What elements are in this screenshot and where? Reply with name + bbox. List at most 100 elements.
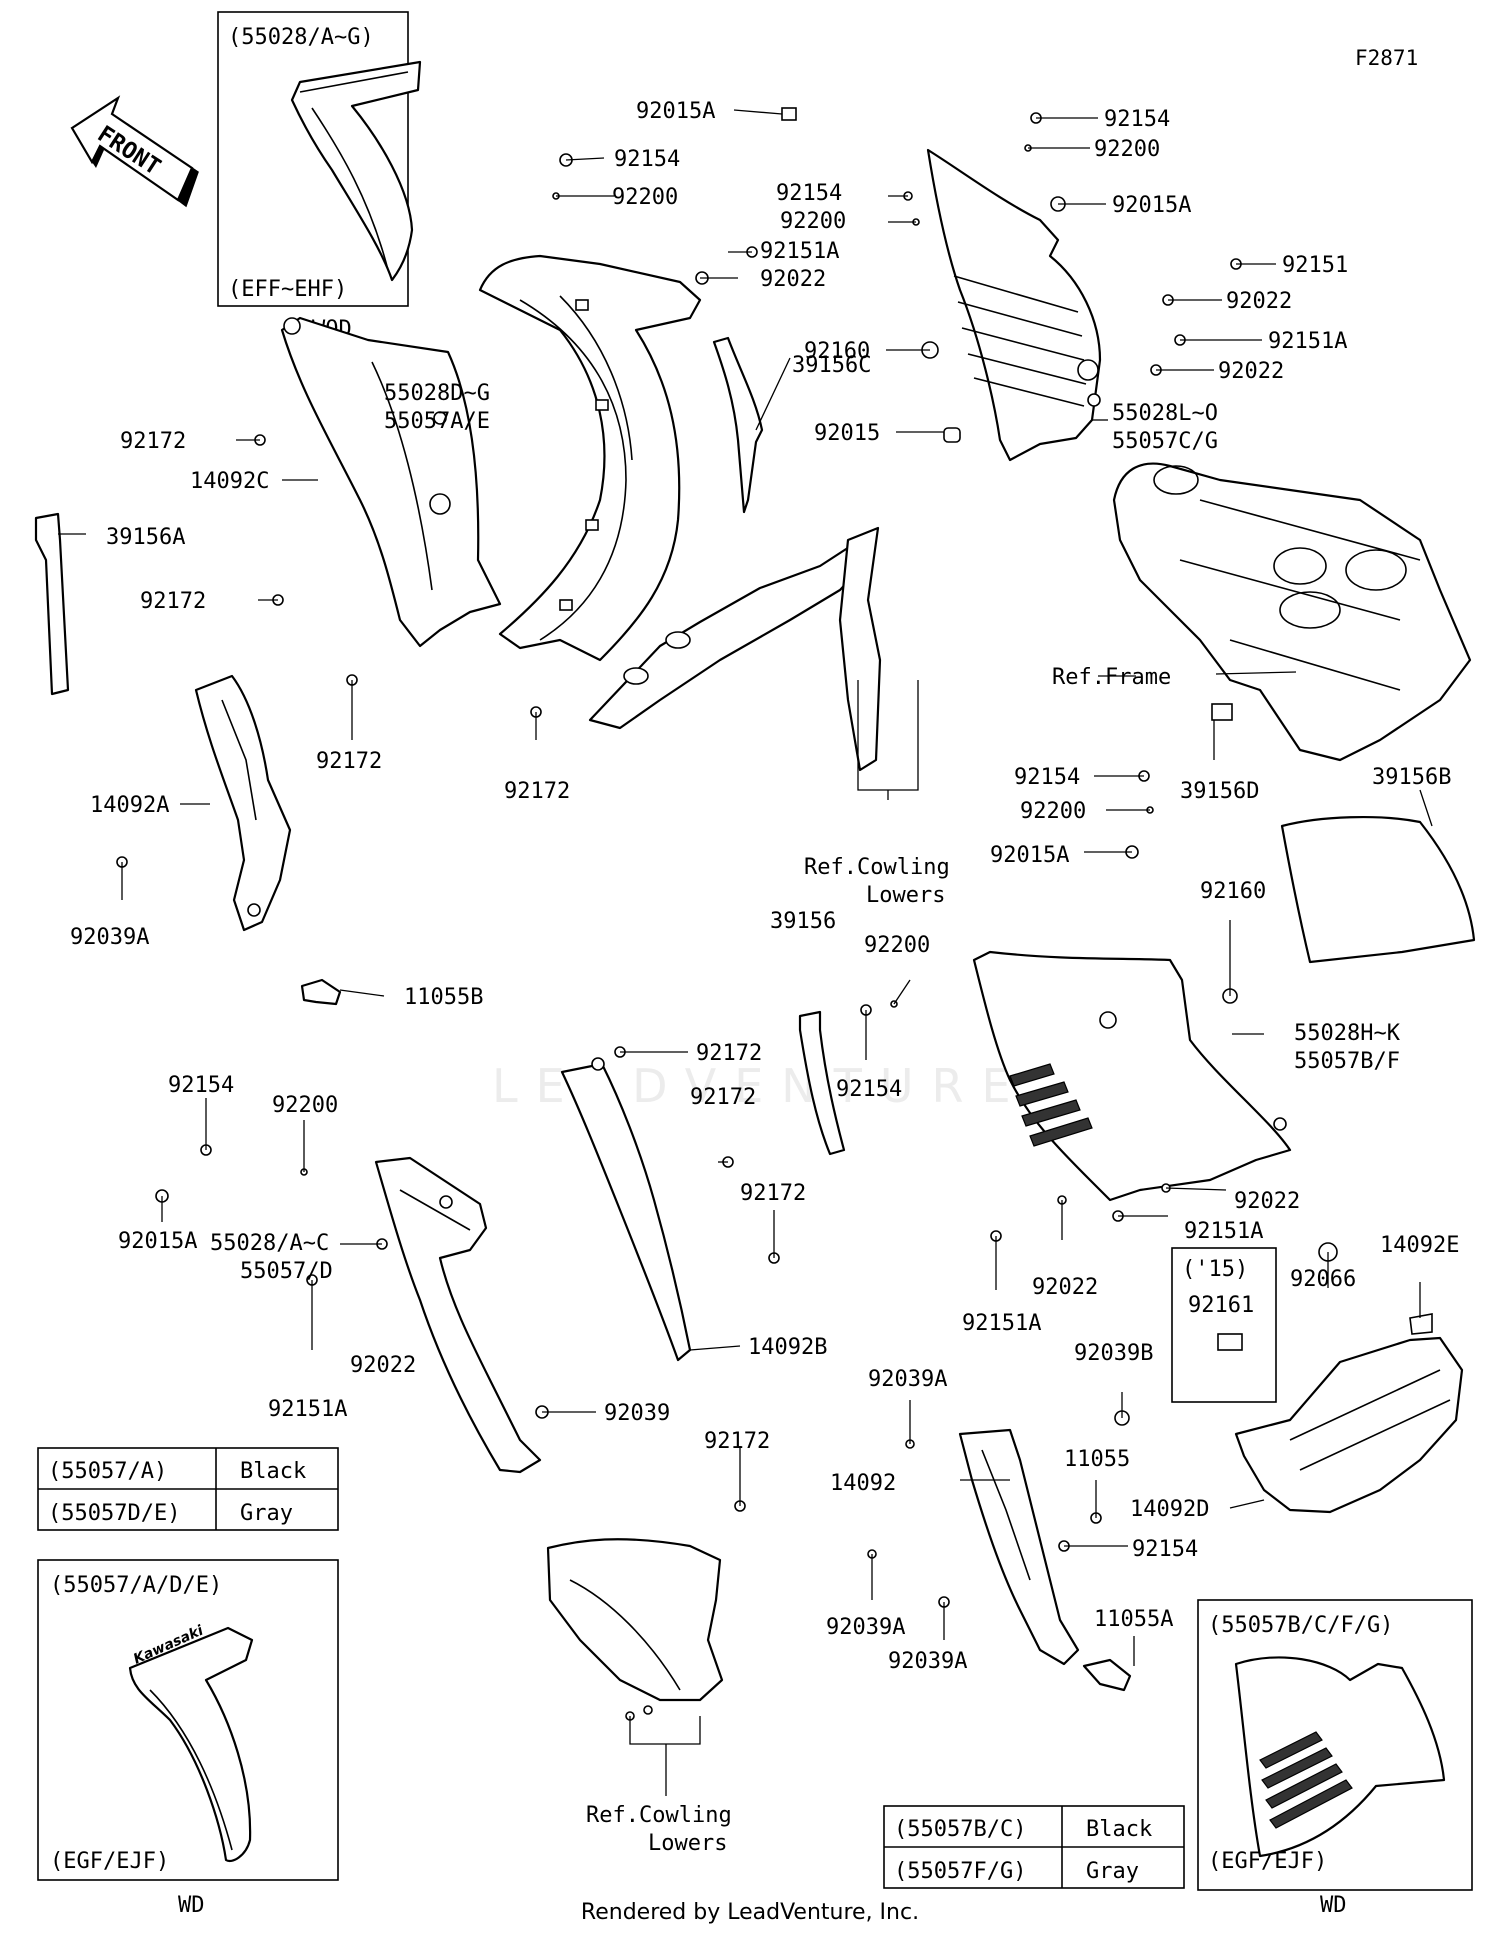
label-92151A-d: 92151A (962, 1311, 1041, 1336)
label-92154-f: 92154 (168, 1073, 234, 1098)
label-92172-b: 92172 (140, 589, 206, 614)
label-ref-frame: Ref.Frame (1052, 665, 1171, 690)
label-92039: 92039 (604, 1401, 670, 1426)
label-92022-d: 92022 (1234, 1189, 1300, 1214)
label-92151A-b: 92151A (1268, 329, 1347, 354)
color-table-left-code-1: (55057/A) (48, 1459, 167, 1484)
front-arrow-icon: FRONT (70, 95, 199, 208)
color-table-left-color-2: Gray (240, 1501, 293, 1526)
part-right-lower-cowl-55028H-K (972, 950, 1292, 1202)
label-92039B: 92039B (1074, 1341, 1153, 1366)
label-92022-f: 92022 (350, 1353, 416, 1378)
part-strip-39156A (34, 512, 70, 696)
label-14092E: 14092E (1380, 1233, 1459, 1258)
year-15-part-number: 92161 (1188, 1293, 1254, 1318)
label-92039A-b: 92039A (868, 1367, 947, 1392)
part-inner-panel-14092C (280, 316, 502, 648)
label-11055A: 11055A (1094, 1607, 1173, 1632)
label-39156A: 39156A (106, 525, 185, 550)
label-92039A-d: 92039A (888, 1649, 967, 1674)
label-92154-d: 92154 (1014, 765, 1080, 790)
inset-top-left-cowl-shape (290, 60, 422, 282)
color-table-right-code-1: (55057B/C) (894, 1817, 1026, 1842)
part-strip-39156C (712, 336, 764, 514)
label-92172-c: 92172 (316, 749, 382, 774)
inset-bottom-right-caption: WD (1320, 1893, 1347, 1918)
part-pad-39156D (1211, 703, 1233, 721)
color-table-left-color-1: Black (240, 1459, 306, 1484)
label-92039A-a: 92039A (70, 925, 149, 950)
label-92151A-c: 92151A (1184, 1219, 1263, 1244)
label-92151A-e: 92151A (268, 1397, 347, 1422)
label-92200-f: 92200 (272, 1093, 338, 1118)
label-ref-cowling-lowers-2b: Lowers (648, 1831, 727, 1856)
label-92015A-b: 92015A (1112, 193, 1191, 218)
label-92015A-top: 92015A (636, 99, 715, 124)
part-labels: 92015A 92154 92200 92151A 92022 92154 92… (70, 99, 1459, 1856)
label-92172-a: 92172 (120, 429, 186, 454)
label-92015A-d: 92015A (118, 1229, 197, 1254)
label-14092A: 14092A (90, 793, 169, 818)
color-table-left-code-2: (55057D/E) (48, 1501, 180, 1526)
label-92039A-c: 92039A (826, 1615, 905, 1640)
inset-bottom-left-title: (55057/A/D/E) (50, 1573, 222, 1598)
part-right-inner-cowl-55028L-O (926, 148, 1102, 462)
label-55028H-K: 55028H~K (1294, 1021, 1401, 1046)
label-92022-c: 92022 (1218, 359, 1284, 384)
label-92200-e: 92200 (864, 933, 930, 958)
part-tab-14092E (1409, 1313, 1433, 1335)
part-bracket-11055A (1082, 1658, 1132, 1692)
label-92022-b: 92022 (1226, 289, 1292, 314)
label-14092C: 14092C (190, 469, 269, 494)
label-92160-a: 92160 (804, 339, 870, 364)
part-frame-ref (1112, 462, 1472, 762)
inset-top-left: (55028/A~G) (EFF~EHF) WOD (217, 11, 422, 342)
label-55028D-G: 55028D~G (384, 381, 490, 406)
label-92200-c: 92200 (780, 209, 846, 234)
label-14092B: 14092B (748, 1335, 827, 1360)
label-92066: 92066 (1290, 1267, 1356, 1292)
year-15-title: ('15) (1182, 1257, 1248, 1282)
label-ref-cowling-lowers-1a: Ref.Cowling (804, 855, 950, 880)
label-39156C: 39156C (792, 353, 871, 378)
color-table-left: (55057/A) Black (55057D/E) Gray (37, 1447, 339, 1531)
label-92200-a: 92200 (612, 185, 678, 210)
label-92200-d: 92200 (1020, 799, 1086, 824)
part-lower-bracket-panel (588, 526, 882, 772)
footer-credit: Rendered by LeadVenture, Inc. (580, 1900, 920, 1925)
label-39156B: 39156B (1372, 765, 1451, 790)
label-92154-b: 92154 (1104, 107, 1170, 132)
label-55028L-O: 55028L~O (1112, 401, 1218, 426)
label-14092: 14092 (830, 1471, 896, 1496)
label-92154-c: 92154 (776, 181, 842, 206)
part-bracket-11055B (300, 978, 342, 1006)
figure-id: F2871 (1355, 46, 1419, 70)
part-upper-cowl-55028D-G (478, 254, 702, 662)
label-55057A-E: 55057A/E (384, 409, 490, 434)
part-left-lower-cowl-55028A-C (374, 1156, 542, 1474)
color-table-right-color-2: Gray (1086, 1859, 1139, 1884)
color-table-right-code-2: (55057F/G) (894, 1859, 1026, 1884)
label-ref-cowling-lowers-1b: Lowers (866, 883, 945, 908)
label-11055: 11055 (1064, 1447, 1130, 1472)
label-92154-e: 92154 (836, 1077, 902, 1102)
label-92172-f: 92172 (690, 1085, 756, 1110)
inset-bottom-left: (55057/A/D/E) (EGF/EJF) WD Kawasaki (37, 1559, 339, 1918)
label-92015: 92015 (814, 421, 880, 446)
inset-bottom-right: (55057B/C/F/G) (EGF/EJF) WD (1197, 1599, 1473, 1918)
part-bracket-14092A (194, 674, 292, 932)
label-55057C-G: 55057C/G (1112, 429, 1218, 454)
label-92160-b: 92160 (1200, 879, 1266, 904)
label-55028-A-C: 55028/A~C (210, 1231, 329, 1256)
label-55057B-F: 55057B/F (1294, 1049, 1400, 1074)
label-ref-cowling-lowers-2a: Ref.Cowling (586, 1803, 732, 1828)
part-panel-39156B (1280, 815, 1476, 964)
part-lower-inner-panel (546, 1538, 724, 1702)
inset-bottom-right-vent-slats (1259, 1731, 1353, 1829)
color-table-right-color-1: Black (1086, 1817, 1152, 1842)
label-92022-a: 92022 (760, 267, 826, 292)
label-92015A-c: 92015A (990, 843, 1069, 868)
part-undertray-14092D (1234, 1336, 1464, 1514)
part-strip-39156 (798, 1010, 846, 1156)
